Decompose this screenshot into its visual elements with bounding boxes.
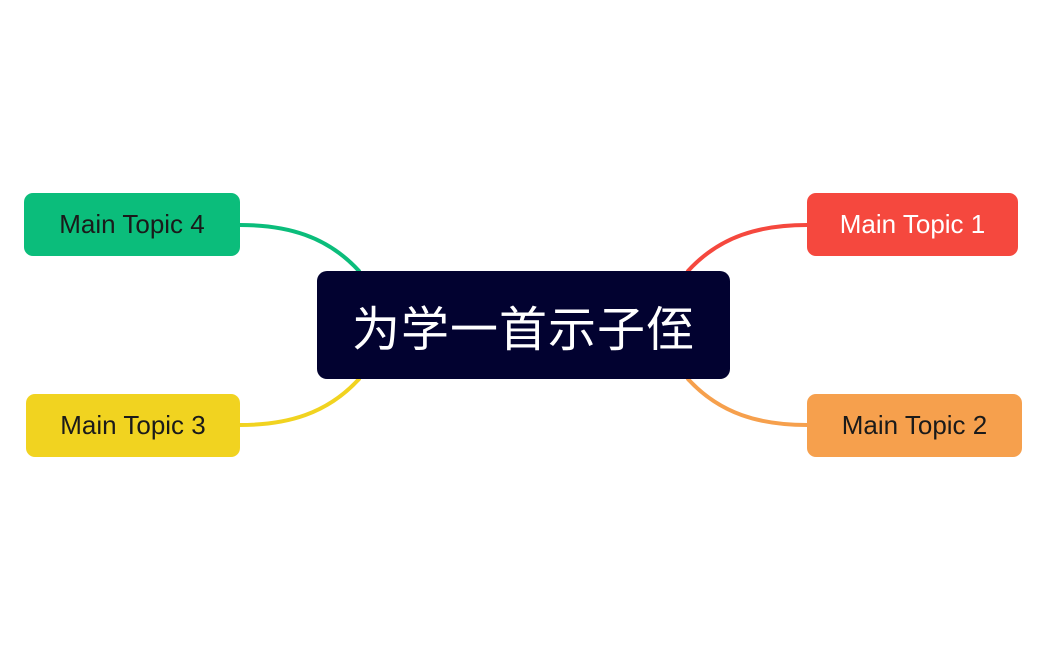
main-topic-3-label: Main Topic 3 [60, 410, 206, 440]
main-topic-1[interactable]: Main Topic 1 [807, 193, 1018, 256]
connector-topic-1 [686, 223, 809, 273]
main-topic-1-label: Main Topic 1 [839, 209, 986, 239]
main-topic-3[interactable]: Main Topic 3 [26, 394, 240, 457]
connector-topic-2 [686, 377, 809, 427]
main-topic-4[interactable]: Main Topic 4 [24, 193, 240, 256]
central-topic-label: 为学一首示子侄 [351, 302, 695, 358]
main-topic-4-label: Main Topic 4 [59, 209, 205, 239]
main-topic-2-label: Main Topic 2 [841, 410, 988, 440]
central-topic[interactable]: 为学一首示子侄 [317, 271, 730, 379]
connector-topic-4 [238, 223, 361, 273]
connector-topic-3 [238, 377, 361, 427]
main-topic-2[interactable]: Main Topic 2 [807, 394, 1022, 457]
